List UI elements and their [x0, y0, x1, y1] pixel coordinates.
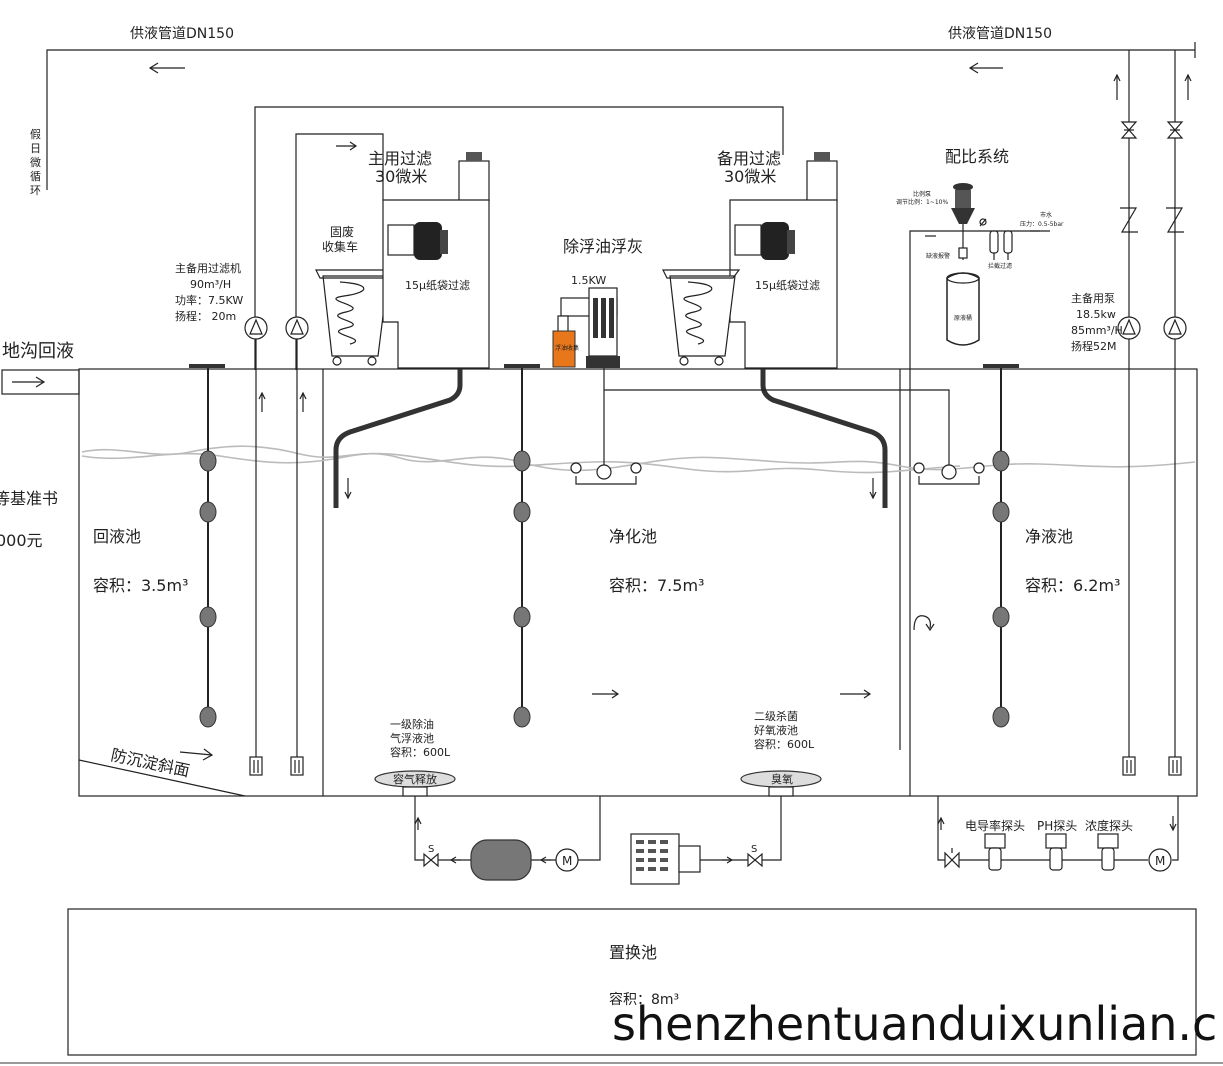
tap-water-label: 市水: [1040, 211, 1052, 219]
ozone-generator-loop: [630, 796, 782, 885]
solid-waste-cart-left: [315, 269, 394, 366]
intercept-filter-label: 拦截过滤: [988, 262, 1012, 270]
main-filter-outlet-pipe: [333, 369, 463, 508]
motor-label-1: M: [562, 854, 572, 868]
ratio-pump-label: 比例泵: [913, 190, 931, 198]
skimmer-unit: [552, 287, 642, 485]
return-pool-name: 回液池: [93, 527, 141, 546]
skimmer-title: 除浮油浮灰: [563, 237, 643, 256]
trench-inlet: [1, 369, 80, 395]
motor-label-2: M: [1155, 854, 1165, 868]
ratio-return-loop: [604, 389, 985, 485]
waste-cart-label-2: 收集车: [322, 239, 358, 254]
flow-arrows: [592, 615, 935, 699]
stage2-label-1: 二级杀菌: [754, 709, 798, 723]
clean-pool-volume: 容积：6.2m³: [1025, 576, 1120, 595]
tap-pressure-label: 压力：0.5-5bar: [1020, 220, 1064, 228]
conductivity-probe-label: 电导率探头: [965, 818, 1025, 833]
purify-pool-volume: 容积：7.5m³: [609, 576, 704, 595]
main-pump-spec-1: 主备用泵: [1071, 291, 1115, 305]
backup-filter-unit: [729, 152, 838, 369]
air-flotation-loop: [414, 796, 601, 881]
backup-filter-bag-label: 15μ纸袋过滤: [755, 278, 820, 292]
skimmer-power: 1.5KW: [571, 274, 606, 287]
replacement-pool-volume: 容积：8m³: [609, 991, 679, 1008]
float-chain-2: [504, 364, 540, 728]
svg-text:环: 环: [30, 184, 41, 197]
main-supply-pumps: [1113, 50, 1192, 776]
low-liquid-alarm-label: 缺液报警: [926, 252, 950, 260]
replacement-pool-name: 置换池: [609, 943, 657, 962]
float-chain-1: [189, 364, 225, 728]
filter-pump-icons: [244, 316, 309, 776]
waste-cart-label-1: 固废: [330, 224, 354, 239]
stage2-label-2: 好氧液池: [754, 723, 798, 737]
ratio-system: [909, 183, 1050, 369]
solid-waste-cart-right: [662, 269, 741, 366]
ratio-pump-range: 调节比例：1~10%: [896, 198, 948, 206]
main-filter-title-2: 30微米: [375, 167, 427, 186]
ph-probe-label: PH探头: [1037, 819, 1077, 833]
stage1-label-2: 气浮液池: [390, 731, 434, 745]
main-pump-spec-2: 18.5kw: [1076, 308, 1116, 321]
skimmer-tank-label: 浮油收集: [555, 344, 579, 352]
return-pool-volume: 容积：3.5m³: [93, 576, 188, 595]
main-pump-spec-3: 85mm³/H: [1071, 324, 1123, 337]
svg-text:假: 假: [30, 127, 41, 141]
backup-filter-title-2: 30微米: [724, 167, 776, 186]
stage2-label-3: 容积：600L: [754, 737, 815, 751]
valve-label-1: S: [428, 844, 434, 855]
filter-pump-spec-3: 功率：7.5KW: [175, 293, 243, 307]
concentration-probe-label: 浓度探头: [1085, 818, 1133, 833]
purify-pool-name: 净化池: [609, 527, 657, 546]
filter-pump-spec-1: 主备用过滤机: [175, 261, 241, 275]
ozone-label: 臭氧: [771, 772, 793, 786]
supply-pipe-network: [46, 42, 1196, 370]
main-pump-spec-4: 扬程52M: [1071, 339, 1117, 353]
filter-pump-spec-4: 扬程： 20m: [175, 309, 236, 323]
filter-pump-spec-2: 90m³/H: [190, 278, 231, 291]
tank-outline: [78, 368, 1198, 797]
main-filter-unit: [382, 152, 490, 369]
raw-drum-label: 原液桶: [954, 314, 972, 322]
watermark-text: shenzhentuanduixunlian.c: [612, 997, 1217, 1051]
main-filter-bag-label: 15μ纸袋过滤: [405, 278, 470, 292]
trench-return-label: 地沟回液: [2, 341, 74, 362]
clean-pool-name: 净液池: [1025, 527, 1073, 546]
supply-pipe-right-label: 供液管道DN150: [948, 26, 1052, 42]
backup-filter-title-1: 备用过滤: [717, 149, 781, 168]
ratio-system-title: 配比系统: [945, 147, 1009, 166]
svg-text:日: 日: [30, 142, 41, 155]
main-filter-title-1: 主用过滤: [368, 149, 432, 168]
cut-off-text-1: 等基准书: [0, 489, 58, 508]
svg-text:微: 微: [30, 155, 41, 169]
backup-filter-outlet-pipe: [760, 369, 888, 508]
valve-label-2: S: [751, 844, 757, 855]
supply-pipe-left-label: 供液管道DN150: [130, 26, 234, 42]
cut-off-text-2: 000元: [0, 531, 43, 550]
stage1-label-3: 容积：600L: [390, 745, 451, 759]
holiday-circulation-label: 假 日 微 循 环: [30, 127, 41, 197]
replacement-pool: [67, 908, 1197, 1056]
probe-loop: [937, 796, 1179, 872]
float-chain-3: [983, 364, 1019, 728]
stage1-label-1: 一级除油: [390, 717, 434, 731]
dissolved-air-label: 容气释放: [393, 772, 437, 786]
svg-text:循: 循: [30, 170, 41, 183]
